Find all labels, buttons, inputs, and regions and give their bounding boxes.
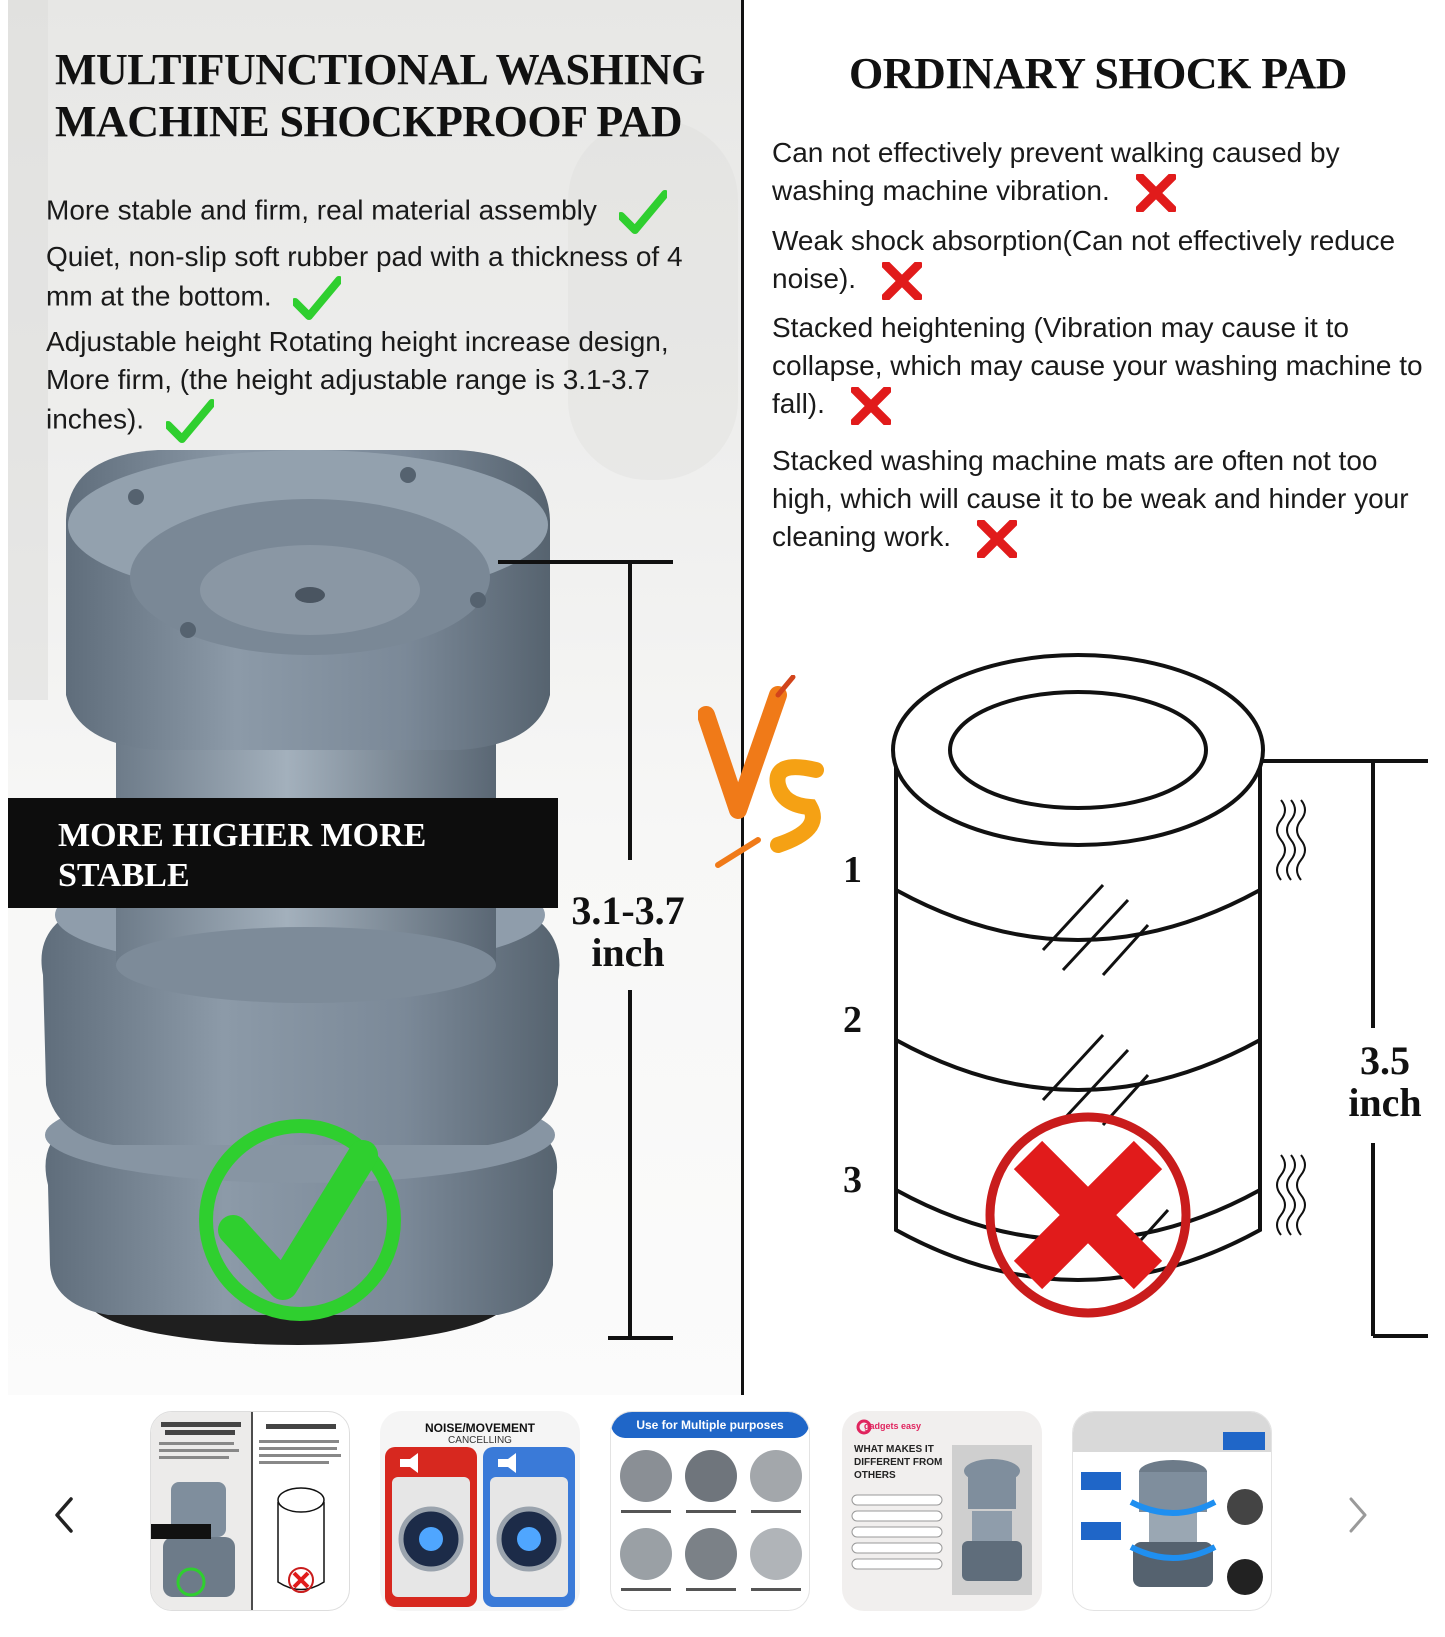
chevron-left-icon <box>55 1497 73 1533</box>
x-mark-icon <box>976 519 1017 558</box>
thumbnail-installation-steps[interactable] <box>1072 1411 1272 1611</box>
pro-item: Quiet, non-slip soft rubber pad with a t… <box>46 238 706 320</box>
right-dimension-line <box>1263 759 1428 1338</box>
thumbnail-what-makes-different[interactable]: gadgets easy WHAT MAKES IT DIFFERENT FRO… <box>842 1411 1042 1611</box>
pro-item: Adjustable height Rotating height increa… <box>46 323 726 443</box>
previous-button[interactable] <box>44 1490 84 1540</box>
washing-machine-thumbnail-image <box>385 1447 575 1607</box>
main-product-image: MULTIFUNCTIONAL WASHING MACHINE SHOCKPRO… <box>8 0 1430 1395</box>
con-item: Stacked washing machine mats are often n… <box>772 442 1430 558</box>
tier-number: 3 <box>843 1159 862 1201</box>
installation-thumbnail-image <box>1073 1412 1271 1595</box>
next-button[interactable] <box>1338 1490 1378 1540</box>
con-item: Stacked heightening (Vibration may cause… <box>772 309 1430 425</box>
thumbnail-noise-cancelling[interactable]: NOISE/MOVEMENT CANCELLING <box>380 1411 580 1611</box>
x-mark-icon <box>850 386 891 425</box>
stacked-pad-illustration <box>891 653 1306 1318</box>
con-item: Can not effectively prevent walking caus… <box>772 134 1430 212</box>
vs-icon <box>698 675 824 868</box>
divider-line <box>741 0 744 1395</box>
comparison-thumbnail-image <box>151 1412 341 1610</box>
con-item: Weak shock absorption(Can not effectivel… <box>772 222 1430 300</box>
thumbnail-multiple-purposes[interactable]: Use for Multiple purposes <box>610 1411 810 1611</box>
tier-number: 1 <box>843 849 862 891</box>
check-icon <box>293 276 342 320</box>
x-mark-icon <box>1135 173 1176 212</box>
stack-height-label: 3.5 inch <box>1348 1038 1422 1125</box>
right-title: ORDINARY SHOCK PAD <box>849 49 1347 98</box>
highlight-banner: MORE HIGHER MORE STABLE <box>8 798 558 908</box>
uses-grid-thumbnail-image <box>620 1450 802 1591</box>
x-mark-icon <box>881 261 922 300</box>
check-icon <box>618 190 667 234</box>
thumbnail-comparison[interactable] <box>150 1411 350 1611</box>
adjustable-height-label: 3.1-3.7 inch <box>571 888 685 975</box>
check-icon <box>165 399 214 443</box>
pro-item: More stable and firm, real material asse… <box>46 190 706 234</box>
left-title: MULTIFUNCTIONAL WASHING MACHINE SHOCKPRO… <box>55 45 705 146</box>
chevron-right-icon <box>1349 1497 1367 1533</box>
features-thumbnail-image <box>851 1419 1032 1595</box>
tier-number: 2 <box>843 999 862 1041</box>
thumbnail-carousel: NOISE/MOVEMENT CANCELLING Use for Multip… <box>0 1395 1445 1637</box>
left-dimension-line <box>498 560 673 1340</box>
purpose-banner <box>611 1412 809 1438</box>
